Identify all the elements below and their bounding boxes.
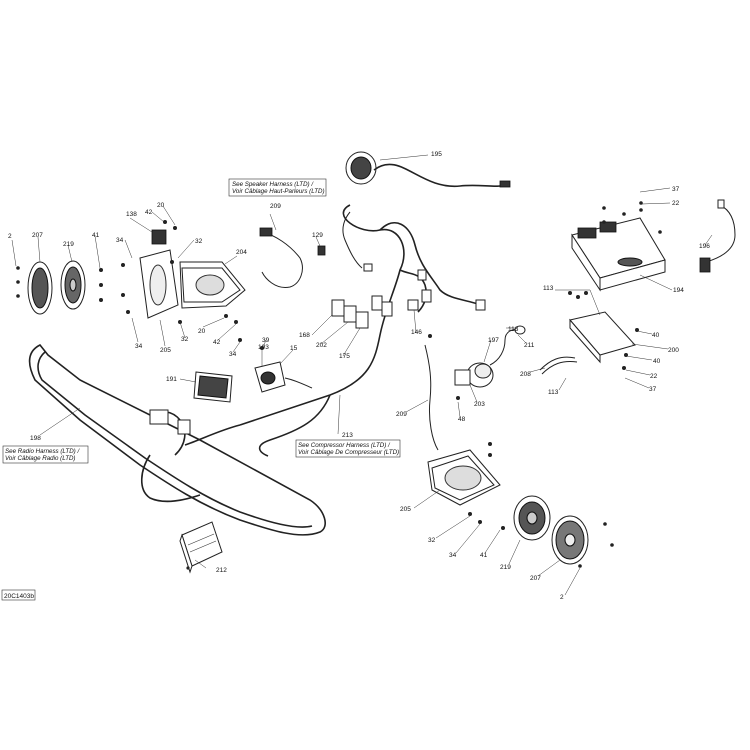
callout-32-upper: 32 bbox=[195, 238, 203, 245]
callout-113-lower: 113 bbox=[548, 389, 559, 396]
callout-219-lower: 219 bbox=[500, 564, 511, 571]
dome-light-part bbox=[345, 151, 511, 188]
callout-37-top: 37 bbox=[672, 186, 680, 193]
mount-193 bbox=[254, 361, 313, 393]
callout-207-upper: 207 bbox=[32, 232, 43, 239]
callout-205-lower: 205 bbox=[400, 506, 411, 513]
speaker-207-upper bbox=[27, 260, 86, 315]
grille-207-lower bbox=[551, 515, 589, 565]
callout-209-lower: 209 bbox=[396, 411, 407, 418]
callout-40-top: 40 bbox=[652, 332, 660, 339]
gauge bbox=[454, 325, 526, 388]
callout-193: 193 bbox=[258, 344, 269, 351]
harness-208 bbox=[539, 356, 578, 375]
note-speaker-harness-line2: Voir Câblage Haut-Parleurs (LTD) bbox=[232, 188, 325, 195]
callout-20-lower: 20 bbox=[198, 328, 206, 335]
note-speaker-harness-line1: See Speaker Harness (LTD) / bbox=[232, 181, 314, 188]
callout-168: 168 bbox=[299, 332, 310, 339]
callout-34-mid: 34 bbox=[229, 351, 237, 358]
callout-113-mid: 113 bbox=[508, 326, 519, 333]
drawing-code-box: 20C1403b bbox=[1, 589, 36, 601]
callout-211: 211 bbox=[524, 342, 535, 349]
callout-32-lower: 32 bbox=[428, 537, 436, 544]
module-212 bbox=[179, 521, 223, 574]
note-radio-harness: See Radio Harness (LTD) / Voir Câblage R… bbox=[2, 445, 89, 464]
callout-41-upper: 41 bbox=[92, 232, 100, 239]
callout-34-upper: 34 bbox=[116, 237, 124, 244]
speaker-housing-205-lower bbox=[427, 449, 501, 506]
speaker-219-lower bbox=[513, 495, 551, 541]
callout-48: 48 bbox=[458, 416, 466, 423]
callout-2-lower: 2 bbox=[560, 594, 564, 601]
relay-block bbox=[331, 295, 393, 329]
callout-37-lower: 37 bbox=[649, 386, 657, 393]
callout-138: 138 bbox=[126, 211, 137, 218]
note-compressor-harness-line1: See Compressor Harness (LTD) / bbox=[298, 442, 391, 449]
callout-39: 39 bbox=[262, 337, 270, 344]
bracket-200 bbox=[555, 289, 636, 364]
drawing-code: 20C1403b bbox=[4, 593, 34, 600]
radio-module bbox=[571, 199, 736, 292]
callout-146: 146 bbox=[411, 329, 422, 336]
callout-175: 175 bbox=[339, 353, 350, 360]
callout-191: 191 bbox=[166, 376, 177, 383]
callout-207-lower: 207 bbox=[530, 575, 541, 582]
callout-213: 213 bbox=[342, 432, 353, 439]
speaker-housing-204 bbox=[179, 261, 246, 309]
callout-40-lower: 40 bbox=[653, 358, 661, 365]
callout-42-lower: 42 bbox=[213, 339, 221, 346]
display-191 bbox=[193, 371, 233, 403]
note-compressor-harness-line2: Voir Câblage De Compresseur (LTD) bbox=[298, 449, 399, 456]
callout-34-lower: 34 bbox=[449, 552, 457, 559]
callout-41-lower: 41 bbox=[480, 552, 488, 559]
callout-197: 197 bbox=[488, 337, 499, 344]
callout-113-top: 113 bbox=[543, 285, 554, 292]
callout-208: 208 bbox=[520, 371, 531, 378]
callout-200: 200 bbox=[668, 347, 679, 354]
callout-195: 195 bbox=[431, 151, 442, 158]
radio-harness-loop bbox=[28, 343, 326, 536]
speaker-bracket-205-upper bbox=[139, 229, 179, 319]
callout-205-upper: 205 bbox=[160, 347, 171, 354]
callout-22-lower: 22 bbox=[650, 373, 658, 380]
callout-32-left: 32 bbox=[181, 336, 189, 343]
fasteners bbox=[16, 201, 662, 570]
callout-212: 212 bbox=[216, 567, 227, 574]
callout-129: 129 bbox=[312, 232, 323, 239]
callout-209-upper: 209 bbox=[270, 203, 281, 210]
callout-194: 194 bbox=[673, 287, 684, 294]
callout-15: 15 bbox=[290, 345, 298, 352]
callout-42-upper: 42 bbox=[145, 209, 153, 216]
callout-204: 204 bbox=[236, 249, 247, 256]
callout-196: 196 bbox=[699, 243, 710, 250]
callout-219-upper: 219 bbox=[63, 241, 74, 248]
leader-lines bbox=[11, 154, 713, 596]
callout-203: 203 bbox=[474, 401, 485, 408]
callout-34-left: 34 bbox=[135, 343, 143, 350]
note-speaker-harness: See Speaker Harness (LTD) / Voir Câblage… bbox=[228, 178, 327, 197]
note-radio-harness-line1: See Radio Harness (LTD) / bbox=[5, 448, 80, 455]
main-harness bbox=[184, 204, 486, 457]
note-compressor-harness: See Compressor Harness (LTD) / Voir Câbl… bbox=[295, 439, 401, 458]
callout-22-top: 22 bbox=[672, 200, 680, 207]
callout-labels: 195 37 22 196 194 209 129 204 138 20 42 … bbox=[8, 151, 710, 601]
note-radio-harness-line2: Voir Câblage Radio (LTD) bbox=[5, 455, 76, 462]
callout-202: 202 bbox=[316, 342, 327, 349]
callout-20-upper: 20 bbox=[157, 202, 165, 209]
callout-2-upper: 2 bbox=[8, 233, 12, 240]
callout-198: 198 bbox=[30, 435, 41, 442]
